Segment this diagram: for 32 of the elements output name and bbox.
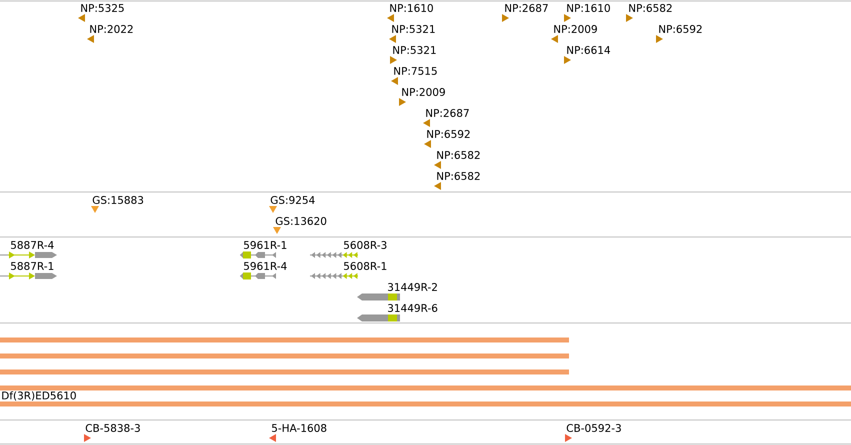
feature-label: 5961R-1	[244, 241, 286, 249]
feature-label: CB-5838-3	[86, 424, 140, 432]
feature-label: 31449R-6	[388, 304, 438, 312]
feature-label: 5608R-1	[344, 262, 386, 270]
feature-label: NP:5321	[392, 25, 435, 33]
feature-label: NP:7515	[394, 67, 437, 75]
feature-label: NP:2022	[90, 25, 133, 33]
feature-label: NP:1610	[390, 4, 433, 12]
feature-label: NP:2687	[505, 4, 548, 12]
feature-label: 5887R-1	[11, 262, 54, 270]
feature-label: NP:6592	[427, 130, 470, 138]
feature-label: NP:6582	[437, 172, 480, 180]
feature-label: NP:5321	[393, 46, 436, 54]
feature-label: 5887R-4	[11, 241, 54, 249]
feature-label: 5961R-4	[244, 262, 287, 270]
feature-label: 5608R-3	[344, 241, 386, 249]
feature-label: NP:6592	[659, 25, 702, 33]
feature-label: NP:2687	[426, 109, 469, 117]
feature-label: NP:6614	[567, 46, 610, 54]
feature-label: GS:13620	[276, 217, 326, 225]
feature-label: NP:2009	[402, 88, 445, 96]
feature-label: Df(3R)ED5610	[2, 391, 76, 401]
feature-label: CB-0592-3	[566, 424, 621, 432]
feature-label: NP:1610	[567, 4, 610, 12]
feature-label: NP:6582	[629, 4, 672, 12]
feature-label: GS:15883	[92, 196, 144, 204]
feature-label: NP:5325	[81, 4, 124, 12]
feature-label: NP:2009	[554, 25, 597, 33]
feature-label: GS:9254	[270, 196, 315, 204]
feature-label: 5-HA-1608	[272, 424, 326, 432]
feature-label: 31449R-2	[388, 283, 437, 291]
feature-label: NP:6582	[437, 151, 480, 159]
